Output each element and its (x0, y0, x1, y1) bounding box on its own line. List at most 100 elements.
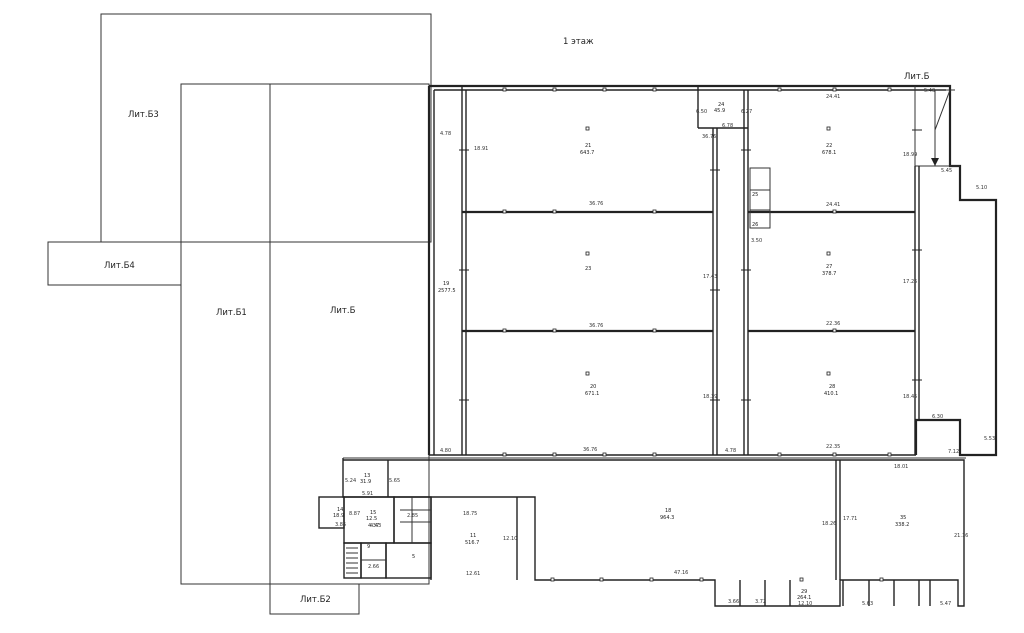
room-24-number: 24 (718, 102, 724, 108)
room-27-area: 378.7 (822, 271, 836, 277)
room-18-number: 18 (665, 508, 671, 514)
label-lit-b: Лит.Б (330, 306, 356, 316)
dim-left-bottom: 4.80 (440, 448, 451, 454)
dim-bottom-a: 3.66 (728, 599, 739, 605)
dim-right-b: 22.36 (826, 321, 840, 327)
dim-room11-width: 12.61 (466, 571, 480, 577)
room-21-area: 643.7 (580, 150, 594, 156)
dim-room11-height: 12.10 (503, 536, 517, 542)
dim-cell-d: 36.76 (702, 134, 716, 140)
dim-small-room: 3.50 (751, 238, 762, 244)
dim-corner-a: 5.40 (924, 88, 935, 94)
room-13-area: 31.9 (360, 479, 371, 485)
room-24-area: 45.9 (714, 108, 725, 114)
label-lit-b4: Лит.Б4 (104, 261, 135, 271)
room-5-number: 5 (412, 554, 415, 560)
label-lit-b1: Лит.Б1 (216, 308, 247, 318)
dim-bottom-c: 12.10 (798, 601, 812, 607)
room-23-number: 23 (585, 266, 591, 272)
dim-lower-length: 47.16 (674, 570, 688, 576)
dim-room11-height-b: 18.75 (463, 511, 477, 517)
dim-left-wing-d: 4.37 (368, 523, 379, 529)
block-lit-b: Лит.Б (269, 83, 430, 585)
dim-left-wing-f: 8.87 (349, 511, 360, 517)
wall-ticks (459, 129, 922, 401)
room-9-number: 9 (367, 544, 370, 550)
dim-right-mid: 24.41 (826, 202, 840, 208)
columns (502, 87, 892, 582)
room-14-area: 18.9 (333, 513, 344, 519)
dim-corner-e: 7.12 (948, 449, 959, 455)
dimension-labels: 4.78 4.80 4.78 36.76 36.76 36.76 36.76 2… (335, 88, 995, 607)
dim-left-height-a: 18.91 (474, 146, 488, 152)
dim-bottom-d: 5.63 (862, 601, 873, 607)
room-27-number: 27 (826, 264, 832, 270)
dim-bottom-e: 5.47 (940, 601, 951, 607)
room-19-number: 19 (443, 281, 449, 287)
dim-left-wing-h: 2.85 (407, 513, 418, 519)
dim-right-height: 17.25 (903, 279, 917, 285)
block-lit-b1: Лит.Б1 (180, 83, 271, 585)
room-35-number: 35 (900, 515, 906, 521)
room-14-number: 14 (337, 507, 343, 513)
dim-mid-height-b: 18.39 (703, 394, 717, 400)
stair (346, 547, 358, 574)
room-22-number: 22 (826, 143, 832, 149)
dim-small-c: 6.27 (741, 109, 752, 115)
dim-small-a: 6.50 (696, 109, 707, 115)
room-29-area: 264.1 (797, 595, 811, 601)
dim-cell-b: 36.76 (589, 323, 603, 329)
room-11-number: 11 (470, 533, 476, 539)
dim-left-wing-g: 4.43 (370, 523, 381, 529)
room-22-area: 678.1 (822, 150, 836, 156)
dim-cell-c: 36.76 (583, 447, 597, 453)
room-20-number: 20 (590, 384, 596, 390)
dim-corridor: 4.78 (725, 448, 736, 454)
dim-mid-height: 17.43 (703, 274, 717, 280)
room-25-number: 25 (752, 192, 758, 198)
dim-left-wing-c: 5.24 (345, 478, 356, 484)
dim-right-height-b: 18.45 (903, 394, 917, 400)
room-28-number: 28 (829, 384, 835, 390)
dim-cell-a: 36.76 (589, 201, 603, 207)
room-26-number: 26 (752, 222, 758, 228)
room-11-area: 516.7 (465, 540, 479, 546)
room-labels: 21 643.7 22 678.1 24 45.9 25 26 23 27 37… (333, 102, 909, 601)
dim-left-wing-e: 3.85 (335, 522, 346, 528)
label-lit-b-top: Лит.Б (904, 72, 930, 82)
label-lit-b3: Лит.Б3 (128, 110, 159, 120)
room-21-number: 21 (585, 143, 591, 149)
dim-corner-d: 6.30 (932, 414, 943, 420)
dim-left-wing-i: 2.66 (368, 564, 379, 570)
label-lit-b2: Лит.Б2 (300, 595, 331, 605)
dim-right-c: 22.35 (826, 444, 840, 450)
room-19-area: 2577.5 (438, 288, 456, 294)
room-18-area: 964.3 (660, 515, 674, 521)
dim-corner-f: 5.53 (984, 436, 995, 442)
hall-right-cells (748, 166, 920, 455)
block-lit-b2: Лит.Б2 (269, 583, 360, 615)
floor-title: 1 этаж (563, 37, 594, 47)
dim-lower-right-inner: 17.71 (843, 516, 857, 522)
dim-corner-b: 5.10 (976, 185, 987, 191)
room-20-area: 671.1 (585, 391, 599, 397)
room-29-number: 29 (801, 589, 807, 595)
room-28-area: 410.1 (824, 391, 838, 397)
room-15-number: 15 (370, 510, 376, 516)
dim-lower-right-top: 18.01 (894, 464, 908, 470)
room-13-number: 13 (364, 473, 370, 479)
dim-corner-c: 5.45 (941, 168, 952, 174)
dim-bottom-b: 3.72 (755, 599, 766, 605)
dim-small-b: 6.78 (722, 123, 733, 129)
dim-right-top: 24.41 (826, 94, 840, 100)
room-35-area: 338.2 (895, 522, 909, 528)
block-lit-b4: Лит.Б4 (47, 241, 182, 286)
dim-lower-right-side: 21.16 (954, 533, 968, 539)
dim-right-height-a: 18.99 (903, 152, 917, 158)
block-lit-b3: Лит.Б3 (100, 13, 432, 243)
dim-left-wing-a: 5.91 (362, 491, 373, 497)
dim-lower-mid: 18.26 (822, 521, 836, 527)
dim-left-wing-b: 5.65 (389, 478, 400, 484)
lower-wing (318, 457, 966, 607)
